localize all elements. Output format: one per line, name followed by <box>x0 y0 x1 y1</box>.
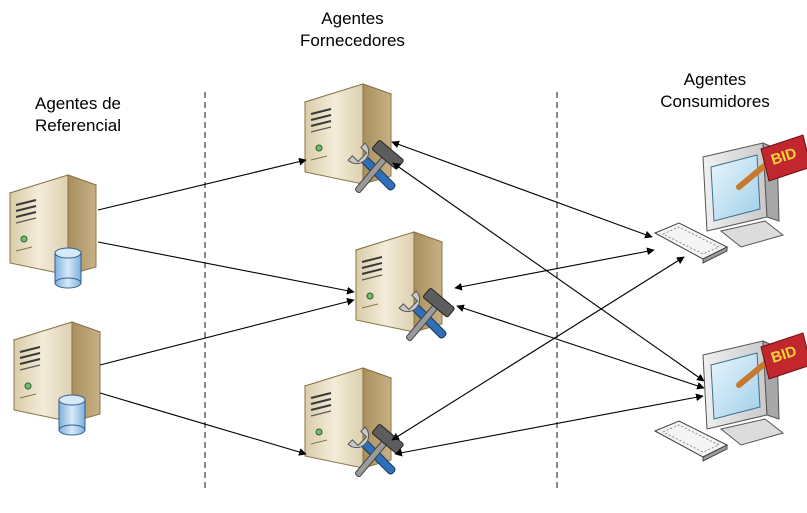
label-consumidores-line2: Consumidores <box>660 92 770 111</box>
arrow-ref2-forn3 <box>99 392 307 456</box>
bid-computer-2: BID <box>655 333 807 461</box>
label-referencial-line1: Agentes de <box>34 94 121 113</box>
database-icon <box>54 247 82 289</box>
label-agentes-referencial: Agentes de Referencial <box>18 93 138 137</box>
db-server-2 <box>13 321 101 436</box>
arrow-ref2-forn2 <box>99 297 355 366</box>
label-fornecedores-line1: Agentes <box>321 9 384 28</box>
label-referencial-line2: Referencial <box>35 116 121 135</box>
label-consumidores-line1: Agentes <box>683 70 747 89</box>
tool-server-2 <box>355 231 456 351</box>
tool-server-3 <box>304 367 405 487</box>
label-agentes-consumidores: Agentes Consumidores <box>640 69 790 113</box>
arrow-forn2-cons1 <box>454 247 655 291</box>
db-server-1 <box>9 174 97 289</box>
arrow-ref1-forn1 <box>97 157 307 211</box>
tool-server-1 <box>304 83 405 203</box>
arrow-forn3-cons2 <box>394 393 704 457</box>
arrow-ref1-forn2 <box>97 241 355 295</box>
bid-computer-1: BID <box>655 135 807 263</box>
database-icon <box>58 394 86 436</box>
label-agentes-fornecedores: Agentes Fornecedores <box>270 8 435 52</box>
label-fornecedores-line2: Fornecedores <box>300 31 405 50</box>
